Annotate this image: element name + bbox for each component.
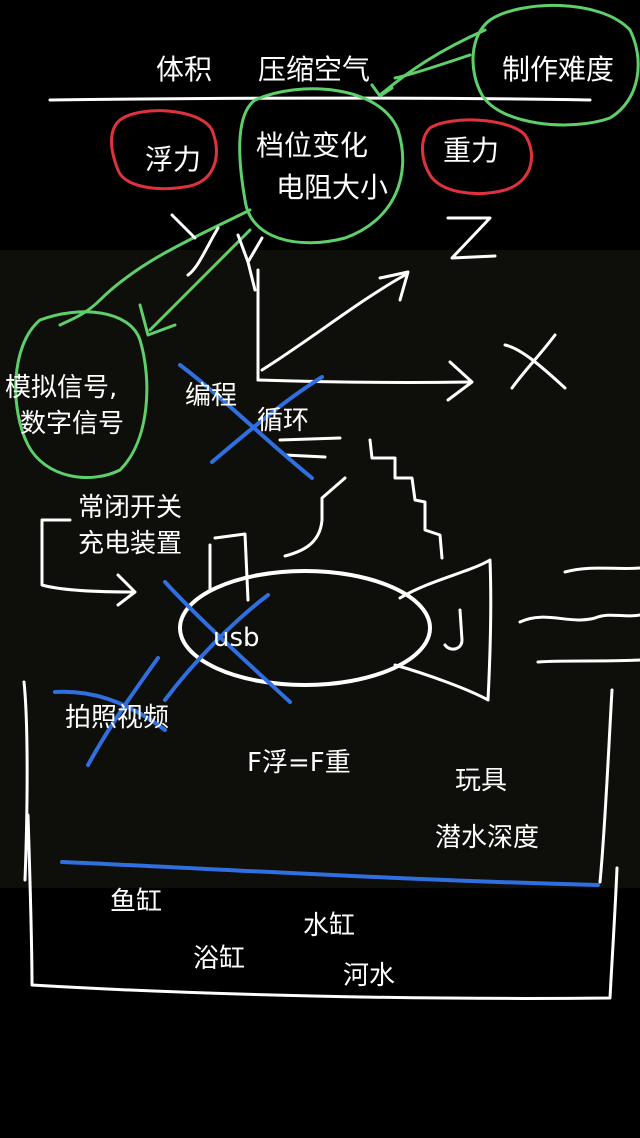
label-switch: 常闭开关 bbox=[78, 493, 183, 523]
label-difficulty: 制作难度 bbox=[502, 53, 615, 86]
label-gravity: 重力 bbox=[443, 134, 500, 167]
bottom-container bbox=[26, 813, 619, 1000]
letter-y-right bbox=[236, 233, 264, 292]
axis-diag-arrowhead bbox=[378, 270, 410, 302]
gear-circle bbox=[238, 87, 405, 245]
axis-x-arrowhead bbox=[446, 360, 474, 402]
label-buoyancy: 浮力 bbox=[145, 143, 202, 176]
right-waves-bottom bbox=[536, 658, 640, 664]
label-programming: 编程 bbox=[185, 381, 238, 411]
gear-to-signal-arrowhead bbox=[138, 303, 177, 337]
photo-cross bbox=[53, 656, 167, 767]
right-waves-top bbox=[563, 566, 640, 574]
usb-ellipse bbox=[178, 569, 432, 687]
toy-outline-left bbox=[283, 476, 347, 558]
tank-left-wall bbox=[22, 680, 29, 882]
dimmed-background-band bbox=[0, 250, 640, 888]
programming-cross bbox=[178, 363, 324, 480]
difficulty-arrow-1-head bbox=[370, 83, 394, 98]
letter-y-left bbox=[170, 213, 220, 277]
label-usb: usb bbox=[213, 623, 260, 653]
water-surface-line bbox=[60, 860, 600, 887]
gravity-circle bbox=[421, 118, 534, 195]
label-compressed-air: 压缩空气 bbox=[258, 53, 371, 86]
top-divider-line bbox=[48, 96, 592, 102]
gear-to-signal-arrow bbox=[148, 228, 252, 332]
tank-right-wall bbox=[598, 688, 614, 884]
switch-arrowhead bbox=[116, 573, 137, 607]
usb-cross bbox=[163, 580, 292, 704]
label-photo-video: 拍照视频 bbox=[65, 703, 170, 733]
toy-outline-upper bbox=[278, 436, 444, 560]
buoyancy-circle bbox=[110, 109, 218, 191]
switch-bracket-arrow bbox=[40, 518, 134, 594]
difficulty-arrow-2 bbox=[393, 53, 472, 80]
axis-x-line bbox=[256, 378, 472, 384]
label-resistance: 电阻大小 bbox=[276, 171, 389, 204]
gear-to-signal-line bbox=[58, 208, 252, 327]
difficulty-arrow-1 bbox=[378, 28, 487, 97]
label-toy: 玩具 bbox=[455, 766, 508, 796]
toy-outline-hook bbox=[443, 608, 464, 651]
label-bathtub: 浴缸 bbox=[193, 944, 246, 974]
signal-circle bbox=[14, 310, 149, 479]
label-signal-line2: 数字信号 bbox=[20, 409, 125, 439]
label-water-tank: 水缸 bbox=[303, 911, 356, 941]
label-charger: 充电装置 bbox=[78, 529, 183, 559]
letter-x bbox=[503, 333, 567, 390]
label-volume: 体积 bbox=[156, 53, 213, 86]
label-loop: 循环 bbox=[257, 406, 310, 436]
toy-outline-tail bbox=[393, 558, 493, 702]
label-signal-line1: 模拟信号, bbox=[5, 373, 118, 403]
right-waves-middle bbox=[518, 613, 640, 624]
label-dive-depth: 潜水深度 bbox=[435, 823, 540, 853]
label-equation: F浮=F重 bbox=[247, 748, 351, 778]
axis-diag-line bbox=[260, 273, 407, 372]
label-river: 河水 bbox=[343, 961, 396, 991]
label-gear-change: 档位变化 bbox=[256, 129, 369, 162]
letter-z bbox=[446, 216, 497, 260]
label-fish-tank: 鱼缸 bbox=[110, 887, 163, 917]
difficulty-circle bbox=[471, 3, 640, 127]
